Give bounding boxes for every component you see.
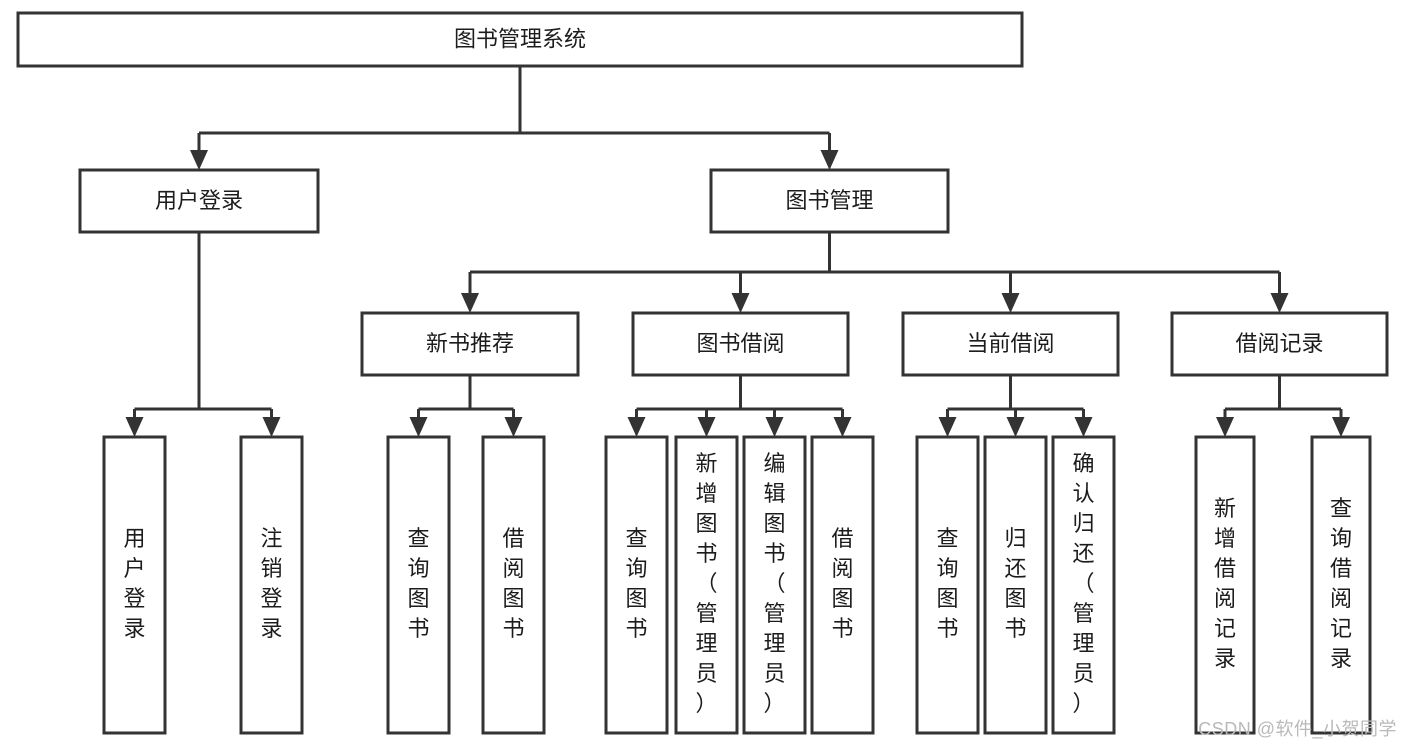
arrow-head-icon-current-borrow-2 [1074, 417, 1093, 437]
arrow-head-icon-level3-0 [461, 293, 479, 313]
node-leaf-query-book-2[interactable]: 查询图书 [604, 435, 669, 735]
node-leaf-add-record-label: 新增借阅记录 [1214, 496, 1236, 671]
node-borrow-record-rect[interactable] [1170, 311, 1389, 377]
node-leaf-confirm-return[interactable]: 确认归还（管理员） [1051, 435, 1116, 735]
node-leaf-edit-book-rect[interactable] [742, 435, 807, 735]
arrow-head-icon-user-login-1 [262, 417, 281, 437]
arrow-head-icon-current-borrow-1 [1006, 417, 1025, 437]
arrow-head-icon-level2-0 [190, 150, 208, 170]
arrow-head-icon-book-borrow-3 [833, 417, 852, 437]
node-user-login-rect[interactable] [78, 168, 320, 234]
node-leaf-add-book-rect[interactable] [674, 435, 739, 735]
node-leaf-query-record[interactable]: 查询借阅记录 [1310, 435, 1372, 735]
node-book-borrow[interactable]: 图书借阅 [631, 311, 850, 377]
node-book-manage-rect[interactable] [709, 168, 950, 234]
node-leaf-return-book[interactable]: 归还图书 [983, 435, 1048, 735]
node-leaf-borrow-book-2[interactable]: 借阅图书 [810, 435, 875, 735]
node-leaf-add-book-label: 新增图书（管理员） [695, 451, 717, 716]
node-leaf-borrow-book-2-rect[interactable] [810, 435, 875, 735]
node-current-borrow-rect[interactable] [901, 311, 1120, 377]
node-book-manage-label: 图书管理 [785, 188, 873, 213]
node-new-book-recommend-rect[interactable] [360, 311, 580, 377]
arrow-head-icon-level2-1 [820, 150, 839, 170]
connectors-layer [125, 66, 1350, 437]
node-leaf-logout-label: 注销登录 [260, 526, 282, 641]
watermark-label: CSDN @软件_小贺同学 [1198, 719, 1397, 739]
node-leaf-borrow-book-2-label: 借阅图书 [831, 526, 853, 641]
node-current-borrow[interactable]: 当前借阅 [901, 311, 1120, 377]
node-leaf-return-book-rect[interactable] [983, 435, 1048, 735]
node-borrow-record-label: 借阅记录 [1235, 331, 1323, 356]
node-leaf-logout-rect[interactable] [239, 435, 304, 735]
arrow-head-icon-level3-3 [1270, 293, 1289, 313]
node-leaf-query-book-1-label: 查询图书 [407, 526, 429, 641]
node-leaf-user-login[interactable]: 用户登录 [102, 435, 167, 735]
node-leaf-edit-book-label: 编辑图书（管理员） [763, 451, 785, 716]
node-book-borrow-rect[interactable] [631, 311, 850, 377]
arrow-head-icon-book-borrow-0 [627, 417, 646, 437]
node-leaf-query-book-1[interactable]: 查询图书 [386, 435, 451, 735]
node-leaf-user-login-label: 用户登录 [123, 526, 145, 641]
node-leaf-return-book-label: 归还图书 [1004, 526, 1026, 641]
arrow-head-icon-new-book-recommend-0 [409, 417, 428, 437]
node-leaf-query-book-2-label: 查询图书 [625, 526, 647, 641]
node-leaf-query-record-rect[interactable] [1310, 435, 1372, 735]
node-leaf-confirm-return-label: 确认归还（管理员） [1072, 451, 1094, 716]
node-new-book-recommend[interactable]: 新书推荐 [360, 311, 580, 377]
node-leaf-borrow-book-1[interactable]: 借阅图书 [481, 435, 546, 735]
arrow-head-icon-book-borrow-2 [765, 417, 784, 437]
node-leaf-query-record-label: 查询借阅记录 [1330, 496, 1352, 671]
node-book-borrow-label: 图书借阅 [696, 331, 784, 356]
node-leaf-borrow-book-1-label: 借阅图书 [502, 526, 524, 641]
arrow-head-icon-borrow-record-0 [1216, 417, 1234, 437]
node-leaf-add-record[interactable]: 新增借阅记录 [1194, 435, 1256, 735]
node-leaf-borrow-book-1-rect[interactable] [481, 435, 546, 735]
node-leaf-edit-book[interactable]: 编辑图书（管理员） [742, 435, 807, 735]
arrow-head-icon-new-book-recommend-1 [504, 417, 523, 437]
node-root-system-rect[interactable] [16, 11, 1024, 68]
node-leaf-add-book[interactable]: 新增图书（管理员） [674, 435, 739, 735]
node-leaf-query-book-1-rect[interactable] [386, 435, 451, 735]
node-borrow-record[interactable]: 借阅记录 [1170, 311, 1389, 377]
node-leaf-logout[interactable]: 注销登录 [239, 435, 304, 735]
node-user-login[interactable]: 用户登录 [78, 168, 320, 234]
node-user-login-label: 用户登录 [155, 188, 243, 213]
node-leaf-query-book-2-rect[interactable] [604, 435, 669, 735]
node-current-borrow-label: 当前借阅 [966, 331, 1054, 356]
node-leaf-add-record-rect[interactable] [1194, 435, 1256, 735]
arrow-head-icon-user-login-0 [125, 417, 144, 437]
arrow-head-icon-current-borrow-0 [938, 417, 957, 437]
node-leaf-confirm-return-rect[interactable] [1051, 435, 1116, 735]
node-new-book-recommend-label: 新书推荐 [426, 331, 514, 356]
node-leaf-query-book-3-rect[interactable] [915, 435, 980, 735]
node-leaf-query-book-3-label: 查询图书 [936, 526, 958, 641]
node-root-system[interactable]: 图书管理系统 [16, 11, 1024, 68]
node-root-system-label: 图书管理系统 [454, 26, 586, 51]
arrow-head-icon-borrow-record-1 [1332, 417, 1350, 437]
node-book-manage[interactable]: 图书管理 [709, 168, 950, 234]
node-leaf-user-login-rect[interactable] [102, 435, 167, 735]
arrow-head-icon-book-borrow-1 [697, 417, 716, 437]
boxes-layer: 图书管理系统用户登录图书管理新书推荐图书借阅当前借阅借阅记录用户登录注销登录查询… [16, 11, 1389, 735]
arrow-head-icon-level3-1 [731, 293, 750, 313]
arrow-head-icon-level3-2 [1001, 293, 1020, 313]
node-leaf-query-book-3[interactable]: 查询图书 [915, 435, 980, 735]
